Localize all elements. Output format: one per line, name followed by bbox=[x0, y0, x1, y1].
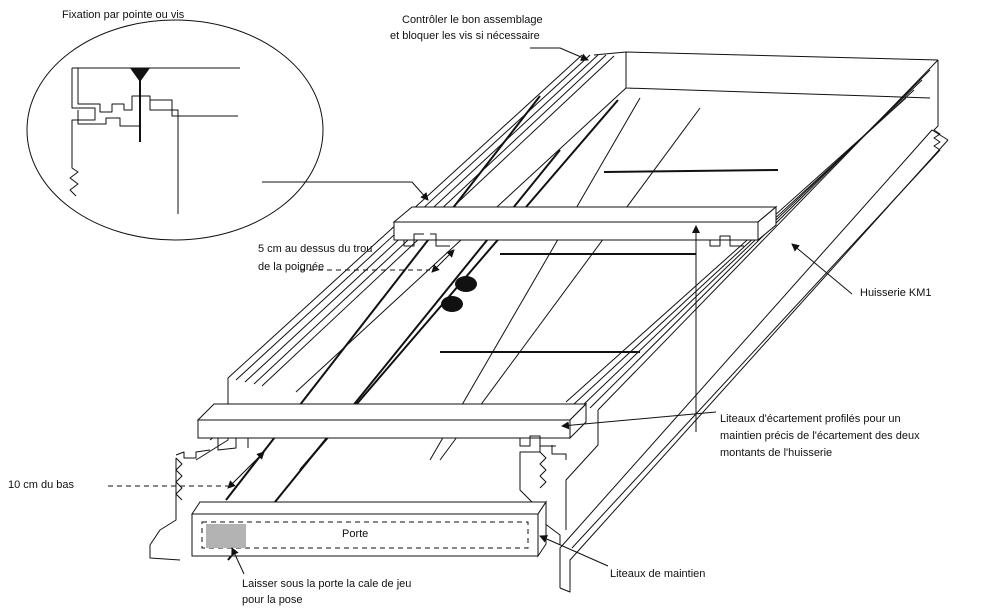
upper-spacer bbox=[392, 205, 778, 247]
label-5cm-line2: de la poignée bbox=[258, 261, 325, 273]
label-huisserie: Huisserie KM1 bbox=[860, 287, 932, 299]
detail-circle bbox=[26, 19, 324, 241]
label-liteaux-ecartement-line2: maintien précis de l'écartement des deux bbox=[720, 430, 920, 442]
label-fixation: Fixation par pointe ou vis bbox=[62, 9, 185, 21]
label-laisser-line1: Laisser sous la porte la cale de jeu bbox=[242, 578, 412, 590]
label-laisser-line2: pour la pose bbox=[242, 594, 303, 606]
label-10cm: 10 cm du bas bbox=[8, 479, 75, 491]
lower-spacer bbox=[196, 402, 588, 447]
label-controler-line2: et bloquer les vis si nécessaire bbox=[390, 30, 540, 42]
label-controler-line1: Contrôler le bon assemblage bbox=[402, 14, 543, 26]
cale-de-jeu bbox=[206, 524, 246, 548]
label-porte: Porte bbox=[342, 528, 369, 540]
leaders bbox=[108, 47, 853, 575]
door-panel bbox=[225, 95, 779, 561]
label-liteaux-maintien: Liteaux de maintien bbox=[610, 568, 706, 580]
label-liteaux-ecartement-line1: Liteaux d'écartement profilés pour un bbox=[720, 413, 901, 425]
label-liteaux-ecartement-line3: montants de l'huisserie bbox=[720, 447, 833, 459]
label-5cm-line1: 5 cm au dessus du trou bbox=[258, 243, 373, 255]
holding-batten bbox=[191, 500, 547, 558]
